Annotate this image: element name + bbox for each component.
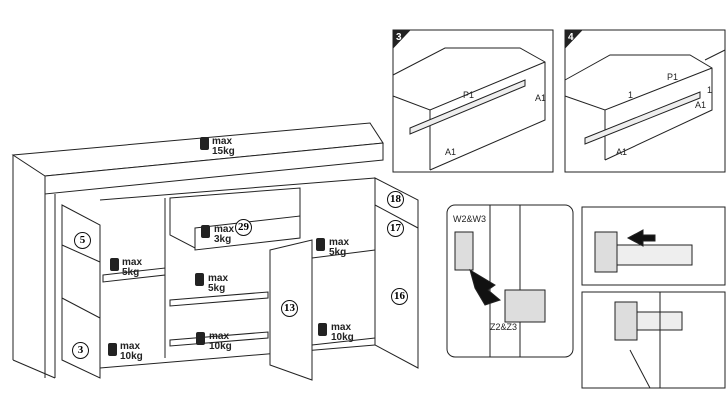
max-text: max bbox=[209, 331, 230, 342]
max-text: max bbox=[122, 257, 143, 268]
part-number: 29 bbox=[235, 219, 252, 236]
max-text: max bbox=[208, 273, 229, 284]
step3-panel bbox=[392, 29, 554, 173]
step4-panel bbox=[564, 29, 726, 173]
part-number: 13 bbox=[281, 300, 298, 317]
hinge-drawing bbox=[454, 205, 546, 357]
weight-text: 5kg bbox=[208, 283, 226, 294]
step-number: 3 bbox=[396, 32, 402, 43]
part-label: A1 bbox=[616, 147, 628, 157]
part-number: 5 bbox=[74, 232, 91, 249]
part-label: P1 bbox=[463, 90, 475, 100]
part-label: A1 bbox=[535, 93, 547, 103]
hinge-screw-drawing bbox=[614, 292, 683, 389]
drawer-slide-drawing bbox=[564, 49, 726, 161]
drawer-drawing bbox=[392, 47, 546, 171]
max-text: max bbox=[331, 322, 352, 333]
hinge-label: Z2&Z3 bbox=[490, 322, 518, 332]
part-label: A1 bbox=[445, 147, 457, 157]
max-text: max bbox=[212, 136, 233, 147]
part-number: 3 bbox=[72, 342, 89, 359]
weight-text: 15kg bbox=[212, 146, 235, 157]
part-number: 17 bbox=[387, 220, 404, 237]
max-text: max bbox=[329, 237, 350, 248]
hinge-label: W2&W3 bbox=[453, 214, 487, 224]
weight-text: 10kg bbox=[120, 351, 143, 362]
hinge-detail-panel-2 bbox=[581, 291, 726, 389]
weight-text: 5kg bbox=[122, 267, 140, 278]
weight-text: 10kg bbox=[209, 341, 232, 352]
part-label: P1 bbox=[667, 72, 679, 82]
weight-text: 10kg bbox=[331, 332, 354, 343]
weight-icons bbox=[108, 137, 327, 356]
part-label: A1 bbox=[695, 100, 707, 110]
dimension-label: 1 bbox=[707, 85, 713, 95]
part-number: 16 bbox=[391, 288, 408, 305]
hinge-detail-panel-1 bbox=[581, 206, 726, 286]
max-text: max bbox=[214, 224, 235, 235]
dimension-label: 1 bbox=[628, 90, 634, 100]
weight-text: 3kg bbox=[214, 234, 232, 245]
step-number: 4 bbox=[568, 32, 574, 43]
hinge-panel bbox=[446, 204, 574, 358]
part-number: 18 bbox=[387, 191, 404, 208]
weight-text: 5kg bbox=[329, 247, 347, 258]
hinge-plate-drawing bbox=[594, 229, 693, 273]
max-text: max bbox=[120, 341, 141, 352]
